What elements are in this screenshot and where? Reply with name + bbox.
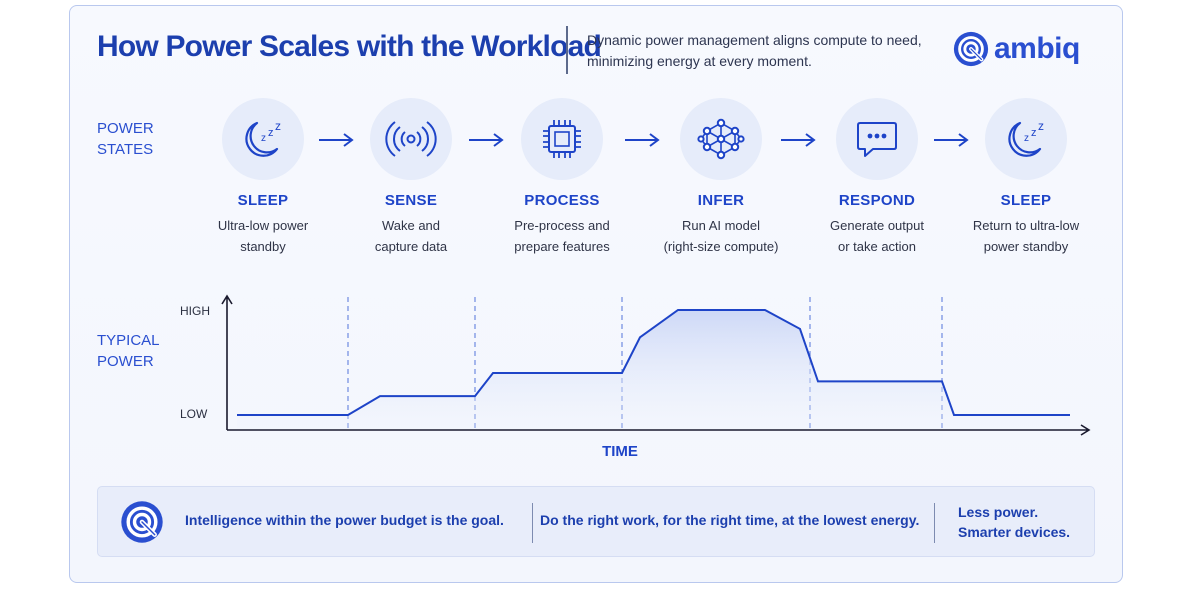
state-desc-line-2: (right-size compute) (663, 239, 779, 254)
brand-logo: ambiq (952, 30, 1080, 68)
footer-message-3-line-2: Smarter devices. (958, 524, 1071, 540)
state-infer: INFER Run AI model (right-size compute) (646, 98, 796, 257)
svg-text:z: z (1024, 133, 1029, 144)
state-sleep-end: z z z SLEEP Return to ultra-low power st… (951, 98, 1101, 257)
typical-power-label-line-2: POWER (97, 353, 154, 370)
state-name: SENSE (384, 192, 438, 209)
state-sleep-start: z z z SLEEP Ultra-low power standby (188, 98, 338, 257)
arrow-right-icon (319, 133, 354, 147)
state-desc-line-1: Run AI model (681, 218, 761, 233)
ambiq-logo-icon (121, 501, 163, 543)
power-chart: HIGH LOW TIME (180, 294, 1091, 460)
arrow-right-icon (934, 133, 969, 147)
header-subtitle: Dynamic power management aligns compute … (587, 30, 922, 72)
state-icon-circle (680, 98, 762, 180)
state-name: SLEEP (237, 192, 289, 209)
y-tick-low: LOW (180, 407, 208, 421)
state-desc-line-2: standby (240, 239, 286, 254)
footer-divider (532, 503, 533, 543)
chip-icon (543, 120, 581, 158)
subtitle-line-2: minimizing energy at every moment. (587, 53, 812, 69)
footer-message-2: Do the right work, for the right time, a… (540, 512, 920, 528)
state-desc-line-1: Pre-process and (514, 218, 610, 233)
state-desc-line-2: prepare features (514, 239, 610, 254)
page-title: How Power Scales with the Workload (97, 30, 602, 63)
footer-message-3: Less power. Smarter devices. (958, 502, 1070, 542)
state-icon-circle: z z z (222, 98, 304, 180)
footer-message-1: Intelligence within the power budget is … (185, 512, 504, 528)
state-desc-line-1: Generate output (830, 218, 924, 233)
subtitle-line-1: Dynamic power management aligns compute … (587, 32, 922, 48)
state-sense: SENSE Wake and capture data (336, 98, 486, 257)
state-description: Run AI model (right-size compute) (646, 215, 796, 257)
state-description: Pre-process and prepare features (487, 215, 637, 257)
y-tick-high: HIGH (180, 304, 210, 318)
svg-text:z: z (1031, 127, 1037, 139)
state-icon-circle (370, 98, 452, 180)
signal-waves-icon (385, 121, 437, 157)
x-axis-label: TIME (602, 443, 638, 460)
state-desc-line-2: or take action (837, 239, 917, 254)
state-description: Return to ultra-low power standby (951, 215, 1101, 257)
state-process: PROCESS Pre-process and prepare features (487, 98, 637, 257)
power-line (237, 309, 1070, 416)
svg-text:z: z (275, 119, 281, 133)
footer-message-3-line-1: Less power. (958, 504, 1039, 520)
state-name: SLEEP (1000, 192, 1052, 209)
power-states-label: POWER STATES (97, 118, 154, 160)
ambiq-logo-icon (953, 31, 989, 67)
y-axis (221, 294, 233, 430)
svg-text:z: z (261, 133, 266, 144)
moon-sleep-icon: z z z (245, 119, 281, 157)
state-description: Wake and capture data (336, 215, 486, 257)
chat-bubble-icon (857, 122, 897, 157)
moon-sleep-icon: z z z (1008, 119, 1044, 157)
header-divider (566, 26, 568, 74)
state-desc-line-1: Return to ultra-low (972, 218, 1080, 233)
neural-network-icon (697, 118, 745, 160)
state-icon-circle (836, 98, 918, 180)
power-area (237, 310, 1070, 430)
footer-divider (934, 503, 935, 543)
typical-power-label: TYPICAL POWER (97, 330, 160, 372)
state-icon-circle: z z z (985, 98, 1067, 180)
state-description: Ultra-low power standby (188, 215, 338, 257)
state-desc-line-1: Ultra-low power (217, 218, 309, 233)
svg-text:z: z (1038, 119, 1044, 133)
state-desc-line-2: capture data (374, 239, 448, 254)
arrow-right-icon (781, 133, 816, 147)
power-states-label-line-1: POWER (97, 120, 154, 137)
state-description: Generate output or take action (802, 215, 952, 257)
state-name: RESPOND (838, 192, 916, 209)
footer-banner: Intelligence within the power budget is … (97, 486, 1095, 557)
arrow-right-icon (625, 133, 660, 147)
state-respond: RESPOND Generate output or take action (802, 98, 952, 257)
state-name: INFER (697, 192, 745, 209)
state-desc-line-1: Wake and (381, 218, 441, 233)
state-desc-line-2: power standby (983, 239, 1069, 254)
svg-text:z: z (268, 127, 274, 139)
power-states-label-line-2: STATES (97, 141, 154, 158)
state-icon-circle (521, 98, 603, 180)
brand-name: ambiq (994, 32, 1080, 65)
x-axis (227, 424, 1091, 436)
typical-power-label-line-1: TYPICAL (97, 332, 160, 349)
state-name: PROCESS (524, 192, 600, 209)
arrow-right-icon (469, 133, 504, 147)
